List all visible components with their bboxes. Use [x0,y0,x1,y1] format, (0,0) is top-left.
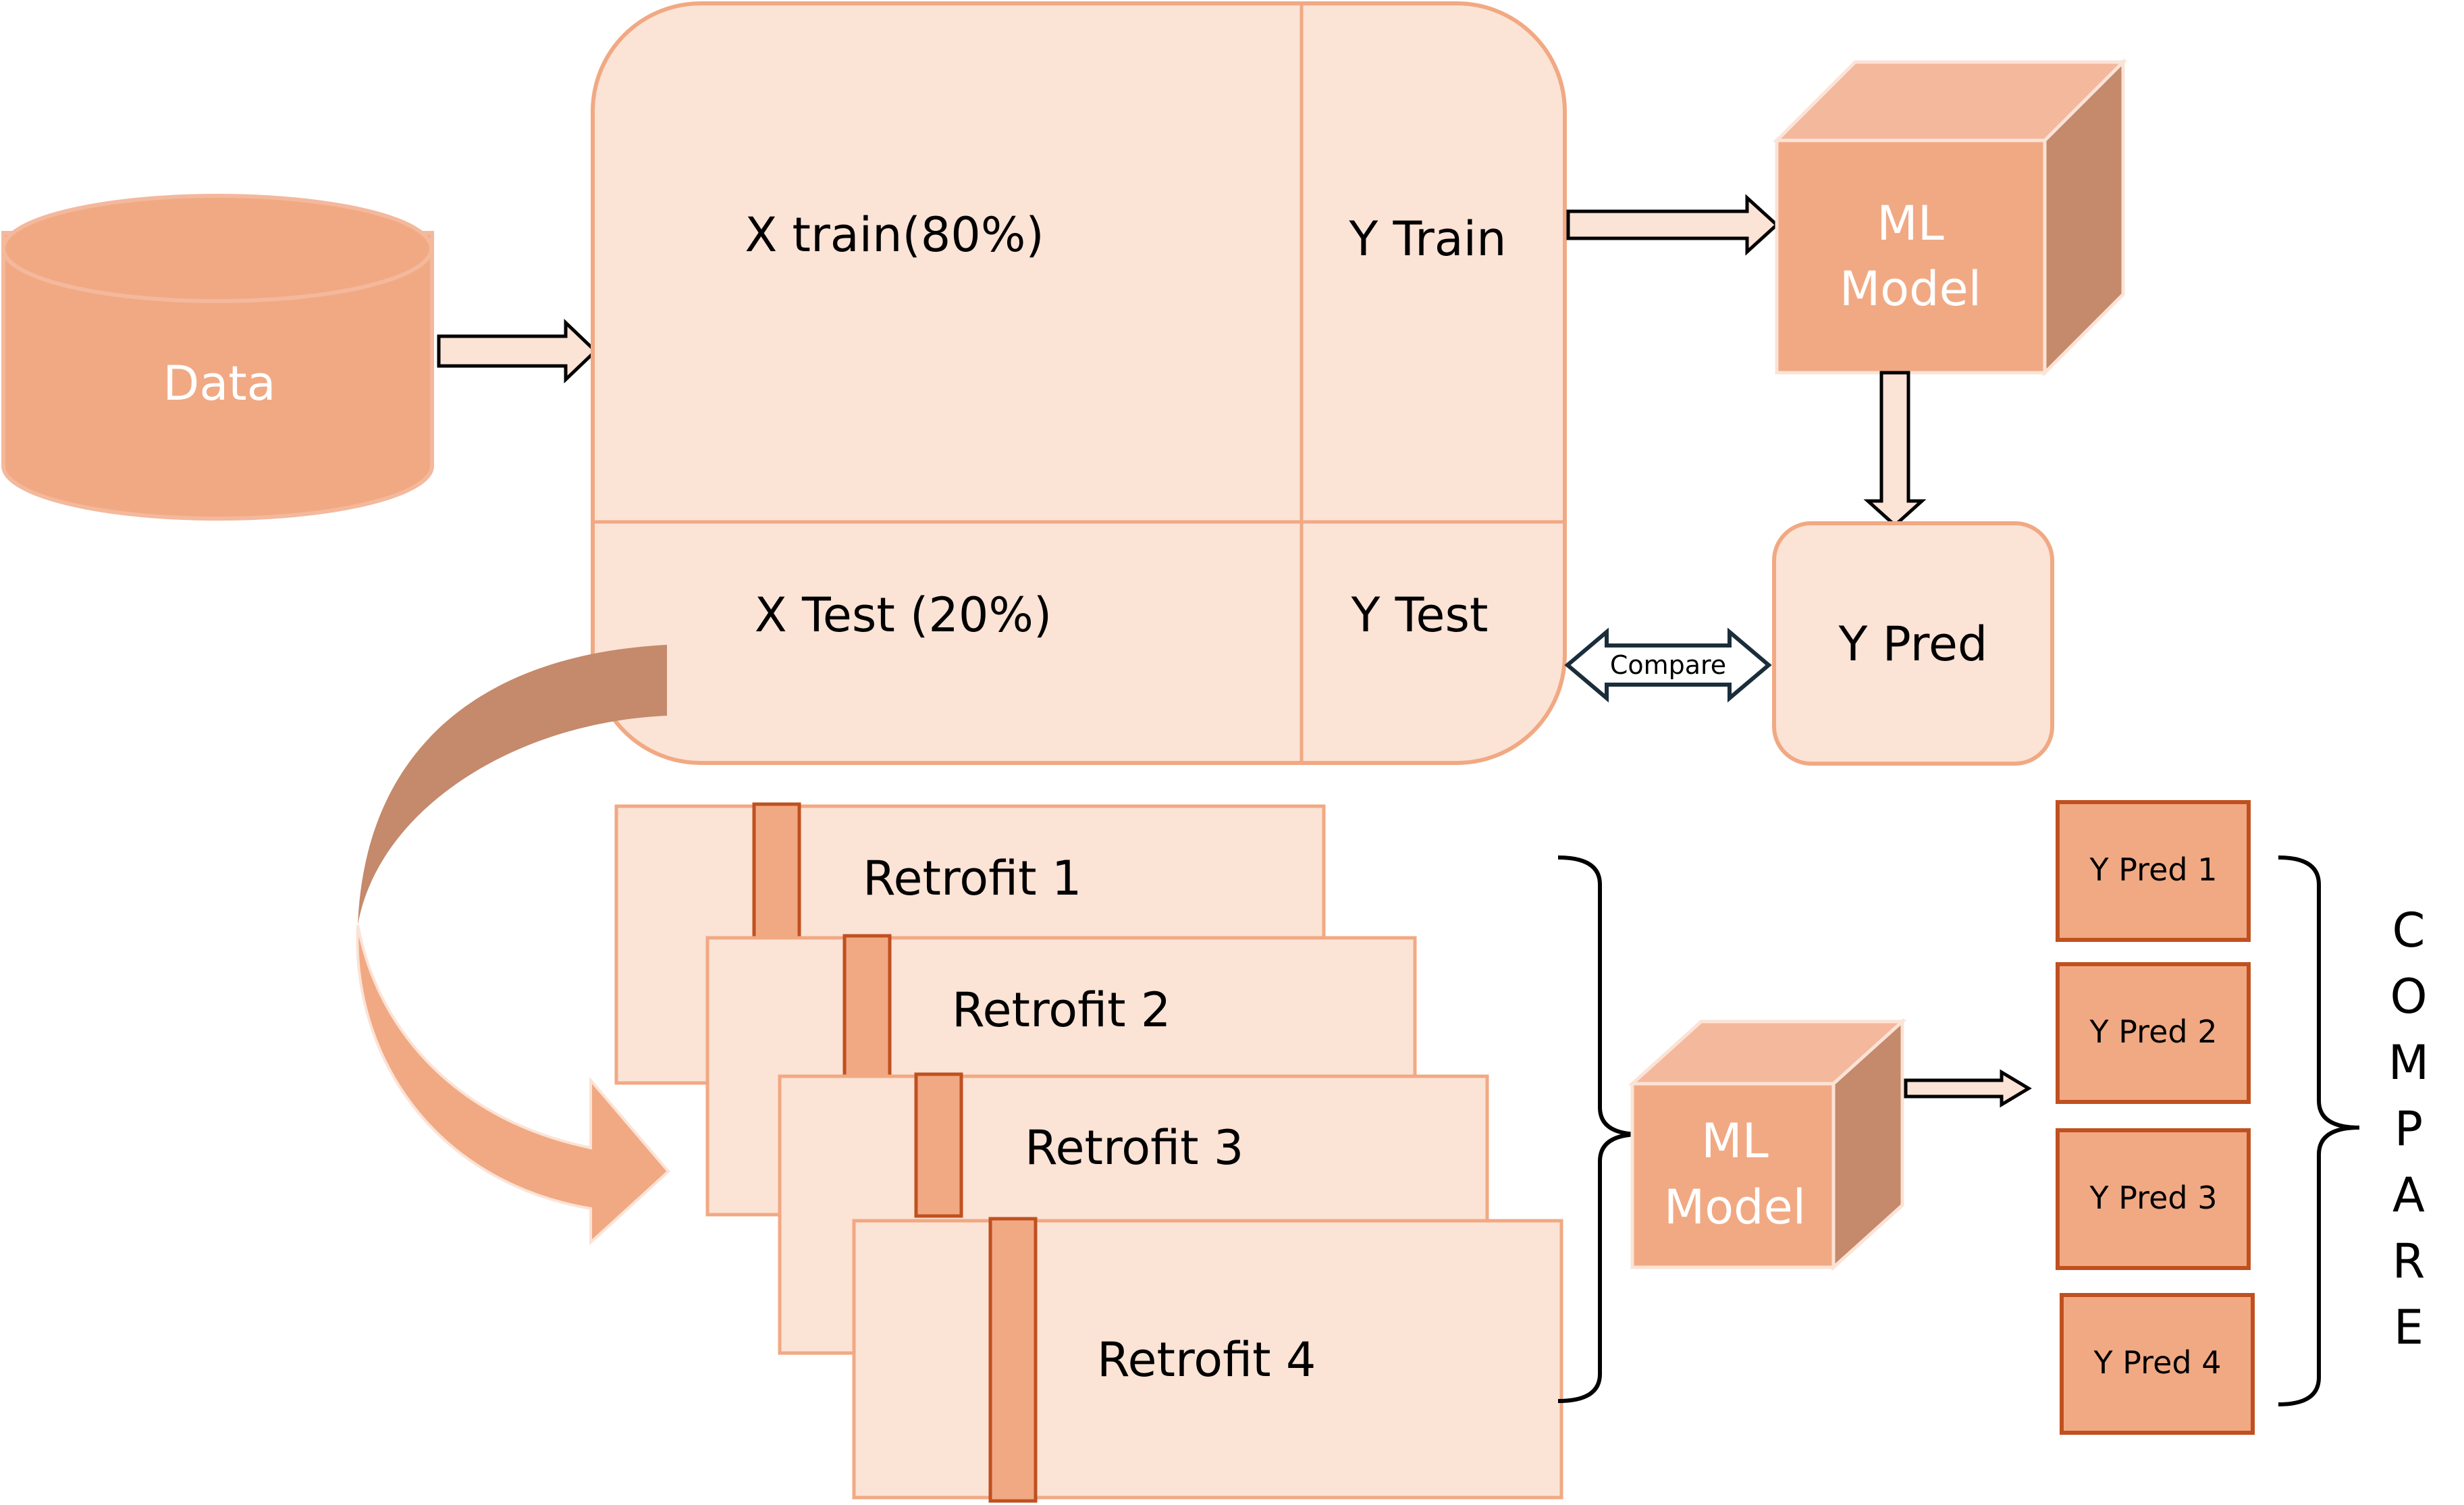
model-to-preds-arrow [1904,1069,2032,1108]
retrofit-2-tab [842,934,892,1080]
compare-arrow-label: Compare [1610,650,1726,680]
ml-model-top-line1: ML [1877,196,1944,251]
data-cylinder-top [1,194,433,303]
y-pred-label: Y Pred [1838,616,1988,672]
ml-model-bottom-line2: Model [1664,1180,1806,1235]
y-train-label: Y Train [1349,211,1507,267]
x-train-label: X train(80%) [745,207,1044,263]
retrofit-1-label: Retrofit 1 [863,851,1081,906]
compare-double-arrow [1564,627,1772,703]
compare-letter-m: M [2388,1035,2429,1090]
compare-letter-c: C [2392,903,2426,958]
train-test-split-box: X train(80%) Y Train X Test (20%) Y Test [591,1,1567,765]
retrofit-3-tab [914,1072,963,1218]
ml-model-bottom-cube: ML Model [1628,1018,1907,1271]
retrofit-4-tab [988,1217,1038,1503]
compare-letter-e: E [2394,1300,2423,1355]
y-test-label: Y Test [1351,587,1489,643]
retrofit-2-label: Retrofit 2 [952,982,1171,1038]
retrofit-4-label: Retrofit 4 [1097,1332,1316,1388]
data-cylinder-body [1,231,434,521]
data-cylinder: Data [1,194,434,521]
curved-arrow [356,645,670,1246]
y-pred-3-label: Y Pred 3 [2089,1180,2218,1216]
y-pred-4-box [2060,1293,2255,1435]
retrofit-3-label: Retrofit 3 [1025,1120,1243,1176]
curved-arrow-front [356,924,670,1246]
compare-letter-p: P [2394,1101,2423,1157]
y-pred-3: Y Pred 3 [2056,1128,2251,1270]
data-label: Data [163,356,275,411]
compare-letter-a: A [2392,1167,2425,1223]
retrofit-4: Retrofit 4 [852,1217,1563,1503]
y-pred-1-label: Y Pred 1 [2089,851,2218,888]
retrofit-4-card [852,1219,1563,1500]
ml-model-bottom-front-face [1630,1082,1836,1269]
y-pred-4: Y Pred 4 [2060,1293,2255,1435]
ml-model-top-line2: Model [1840,261,1981,317]
data-to-split-arrow [437,319,598,384]
compare-letter-o: O [2390,969,2427,1024]
y-pred-1-box [2056,800,2251,942]
ytrain-to-model-arrow [1566,194,1779,256]
y-pred-2-box [2056,962,2251,1104]
compare-vertical-text: C O M P A R E [2388,903,2429,1355]
model-to-ypred-arrow [1863,371,1927,528]
split-box-outline [591,1,1567,765]
pred-group-brace [2278,855,2360,1406]
retrofit-1-tab [752,802,801,948]
compare-letter-r: R [2392,1234,2426,1289]
y-pred-1: Y Pred 1 [2056,800,2251,942]
retrofit-group-brace [1557,855,1641,1403]
ml-model-top-cube: ML Model [1772,57,2128,377]
ml-model-bottom-line1: ML [1701,1113,1768,1169]
curved-arrow-back [358,645,667,925]
ml-model-front-face [1775,138,2047,375]
y-pred-2: Y Pred 2 [2056,962,2251,1104]
y-pred-2-label: Y Pred 2 [2089,1013,2218,1050]
y-pred-3-box [2056,1128,2251,1270]
y-pred-4-label: Y Pred 4 [2093,1344,2222,1381]
y-pred-box [1772,521,2054,766]
x-test-label: X Test (20%) [755,587,1052,643]
